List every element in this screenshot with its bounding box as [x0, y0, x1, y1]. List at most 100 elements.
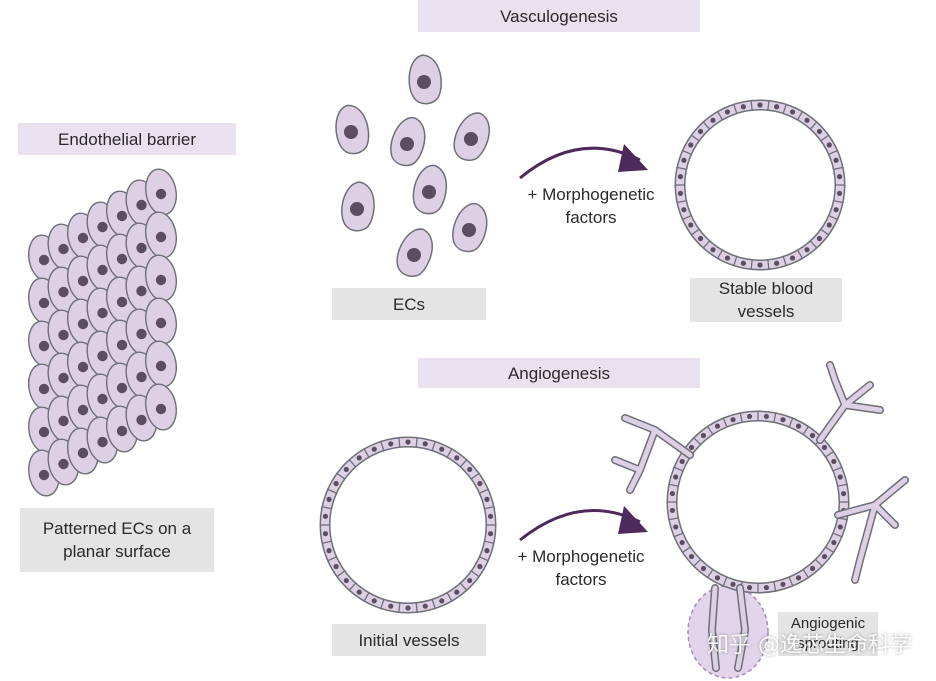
endothelial-cell — [335, 104, 370, 155]
stable-ring-nucleus — [757, 102, 763, 108]
sprout-ring-nucleus — [688, 444, 695, 451]
barrier-cell-nucleus — [155, 317, 167, 329]
stable-ring-nucleus — [688, 222, 694, 228]
stable-ring-junction — [716, 249, 724, 260]
stable-ring-junction — [827, 214, 839, 221]
initial-ring-nucleus — [356, 589, 362, 595]
initial-ring-junction — [326, 488, 338, 495]
initial-ring-junction — [321, 540, 333, 545]
sprout-ring-nucleus — [714, 423, 721, 429]
initial-ring-junction — [483, 540, 495, 545]
initial-ring-nucleus — [487, 531, 494, 537]
arrow-top-head — [618, 144, 648, 172]
sprout-ring-junction — [673, 532, 684, 538]
scattered-ecs — [335, 54, 491, 278]
barrier-cell-nucleus — [58, 329, 69, 341]
stable-ring-junction — [681, 214, 693, 221]
barrier-cell-nucleus — [77, 361, 89, 373]
angiogenesis-title: Angiogenesis — [418, 358, 700, 388]
sprout-ring-junction — [692, 558, 702, 568]
stable-ring-junction — [782, 255, 788, 267]
stable-ring-junction — [819, 134, 830, 142]
stable-ring-nucleus — [710, 117, 716, 123]
initial-ring-nucleus — [322, 513, 329, 519]
sprout-ring-nucleus — [837, 474, 843, 480]
angiogenic-sprouting-label: Angiogenic sprouting — [778, 612, 878, 656]
barrier-cell-nucleus — [97, 436, 108, 448]
stable-ring-nucleus — [816, 235, 823, 242]
stable-ring-nucleus — [826, 142, 832, 148]
initial-ring-nucleus — [439, 598, 445, 604]
barrier-cell-nucleus — [58, 415, 69, 427]
barrier-cell-nucleus — [155, 231, 167, 243]
barrier-cell-nucleus — [38, 297, 50, 309]
initial-ring-nucleus — [484, 496, 490, 502]
sprout-ring-nucleus — [669, 507, 676, 514]
morphogenetic-factors-top: + Morphogenetic factors — [527, 185, 655, 227]
barrier-cell — [144, 383, 178, 431]
initial-ring-junction — [478, 488, 490, 495]
initial-ring-nucleus — [405, 439, 411, 445]
initial-ring-junction — [380, 440, 385, 452]
barrier-cell-nucleus — [136, 371, 147, 383]
barrier-cell-nucleus — [77, 447, 89, 459]
sprout-branch — [709, 585, 748, 671]
barrier-cell-nucleus — [38, 426, 50, 438]
stable-ring-junction — [809, 121, 818, 131]
barrier-cell-nucleus — [58, 372, 69, 384]
sprout-ring-junction — [668, 517, 680, 521]
barrier-cell-nucleus — [38, 383, 50, 395]
stable-vessel-ring — [674, 99, 846, 271]
sprout-ring-junction — [814, 558, 824, 568]
ecs-label: ECs — [332, 288, 486, 320]
barrier-cell-nucleus — [58, 286, 69, 298]
sprout-ring-nucleus — [688, 553, 695, 560]
endothelial-cell-nucleus — [400, 137, 414, 151]
barrier-cell-nucleus — [77, 404, 89, 416]
endothelial-cell-nucleus — [422, 185, 436, 199]
morphogenetic-factors-bottom: + Morphogenetic factors — [517, 547, 645, 589]
sprout-ring-junction — [673, 466, 684, 472]
patterned-ecs-label: Patterned ECs on a planar surface — [20, 508, 214, 572]
sprout-ring-junction — [681, 546, 692, 554]
endothelial-cell — [452, 203, 488, 253]
sprout-ring-junction — [802, 425, 810, 436]
sprout-ring-nucleus — [831, 458, 837, 465]
sprout-ring-junction — [836, 483, 848, 487]
barrier-cell — [144, 168, 178, 216]
initial-ring-nucleus — [422, 441, 428, 447]
initial-ring-nucleus — [454, 455, 460, 461]
initial-vessel-ring — [319, 436, 497, 614]
barrier-cell-nucleus — [116, 296, 128, 308]
sprout-ring-nucleus — [673, 524, 679, 530]
sprout-ring-junction — [824, 546, 835, 554]
stable-ring-nucleus — [724, 255, 731, 261]
initial-ring-nucleus — [454, 589, 460, 595]
barrier-cell-nucleus — [155, 274, 167, 286]
barrier-cell-nucleus — [97, 264, 108, 276]
sprout-ring-nucleus — [679, 458, 685, 465]
stable-ring-junction — [809, 239, 818, 249]
barrier-cell-nucleus — [116, 339, 128, 351]
sprout-ring-nucleus — [700, 432, 707, 439]
initial-ring-junction — [459, 582, 468, 592]
sprout-ring-nucleus — [700, 565, 707, 572]
stable-ring-nucleus — [757, 262, 763, 268]
endothelial-barrier-cell-sheet — [27, 168, 178, 497]
sprout-ring-nucleus — [746, 584, 753, 591]
initial-ring-junction — [483, 505, 495, 510]
stable-ring-nucleus — [740, 260, 746, 266]
initial-ring-nucleus — [371, 598, 377, 604]
stable-ring-junction — [767, 259, 770, 271]
barrier-cell-nucleus — [155, 403, 167, 415]
initial-ring-nucleus — [484, 548, 490, 554]
sprout-ring-junction — [788, 576, 794, 587]
initial-ring-junction — [446, 591, 453, 602]
initial-ring-junction — [348, 458, 357, 468]
initial-ring-junction — [363, 448, 370, 459]
initial-ring-junction — [478, 555, 490, 562]
initial-ring-nucleus — [405, 605, 411, 611]
initial-ring-nucleus — [326, 496, 332, 502]
barrier-cell-nucleus — [58, 458, 69, 470]
initial-ring-junction — [336, 570, 346, 578]
